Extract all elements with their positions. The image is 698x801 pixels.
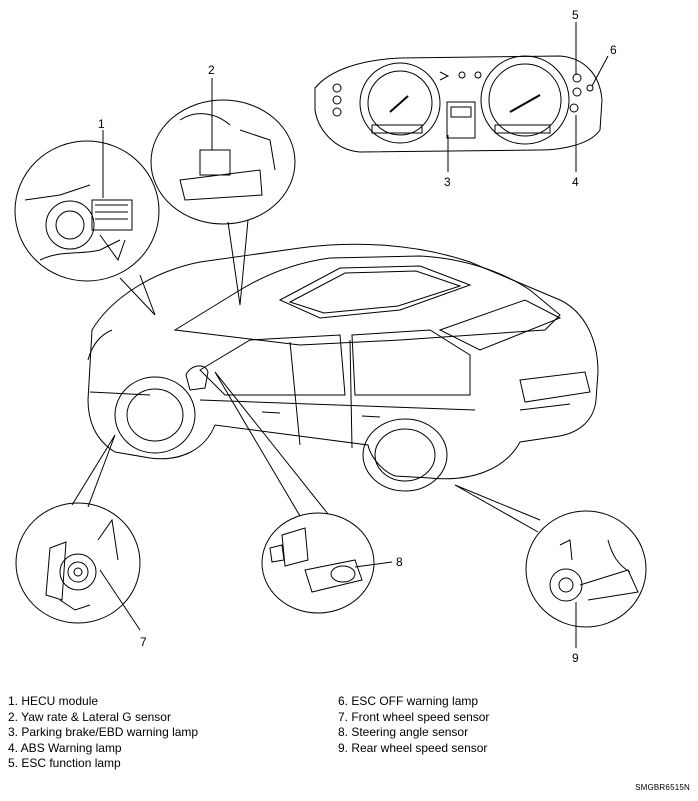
callout-8: 8 xyxy=(396,555,403,569)
legend-item: 7. Front wheel speed sensor xyxy=(338,709,490,724)
callout-1: 1 xyxy=(98,117,105,131)
legend-item: 9. Rear wheel speed sensor xyxy=(338,740,488,755)
instrument-cluster xyxy=(314,22,609,172)
callout-3: 3 xyxy=(444,175,451,189)
hecu-module-bubble xyxy=(14,130,160,316)
figure-code: SMGBR6515N xyxy=(635,783,690,792)
legend-item: 5. ESC function lamp xyxy=(8,756,121,770)
legend-item: 4. ABS Warning lamp xyxy=(8,740,122,755)
callout-9: 9 xyxy=(572,651,579,665)
yaw-sensor-bubble xyxy=(150,78,296,306)
callout-numbers: 1 2 3 4 5 6 7 8 9 xyxy=(98,8,617,665)
legend-item: 3. Parking brake/EBD warning lamp xyxy=(8,725,199,739)
legend-item: 2. Yaw rate & Lateral G sensor xyxy=(8,709,171,724)
legend-item: 1. HECU module xyxy=(8,694,99,708)
callout-7: 7 xyxy=(140,635,147,649)
legend-left-column: 1. HECU module 2. Yaw rate & Lateral G s… xyxy=(8,694,198,772)
callout-6: 6 xyxy=(610,43,617,57)
callout-4: 4 xyxy=(572,175,579,189)
car-illustration xyxy=(87,243,599,492)
rear-wheel-sensor-bubble xyxy=(454,484,647,648)
front-wheel-sensor-bubble xyxy=(15,434,141,631)
callout-2: 2 xyxy=(208,63,215,77)
callout-5: 5 xyxy=(572,8,579,22)
legend-right-column: 6. ESC OFF warning lamp 7. Front wheel s… xyxy=(338,694,489,756)
legend-item: 6. ESC OFF warning lamp xyxy=(338,694,479,708)
legend-item: 8. Steering angle sensor xyxy=(338,725,469,739)
steering-sensor-bubble xyxy=(214,371,393,614)
